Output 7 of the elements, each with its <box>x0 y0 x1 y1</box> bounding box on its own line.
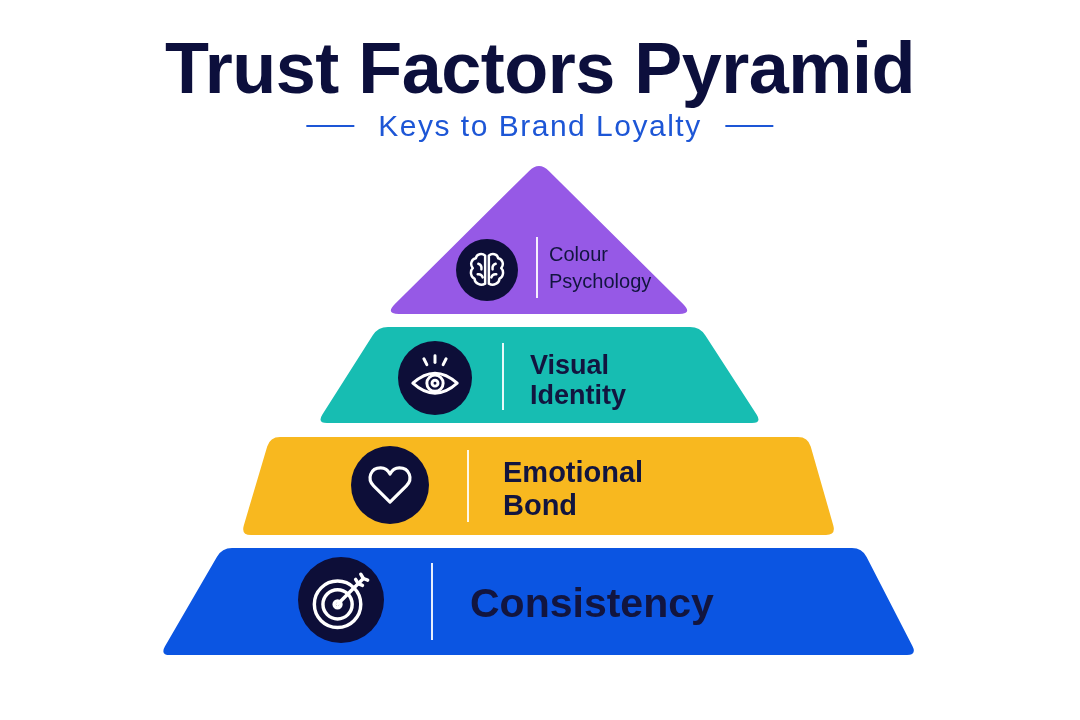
pyramid-tier <box>241 437 836 535</box>
tier-label: Consistency <box>470 580 714 626</box>
pyramid-tier <box>160 548 917 655</box>
tier-label: Emotional Bond <box>503 456 644 522</box>
subtitle: Keys to Brand Loyalty <box>378 108 702 144</box>
tier-label: Visual Identity <box>530 350 626 410</box>
tier-label: Colour Psychology <box>549 242 652 294</box>
